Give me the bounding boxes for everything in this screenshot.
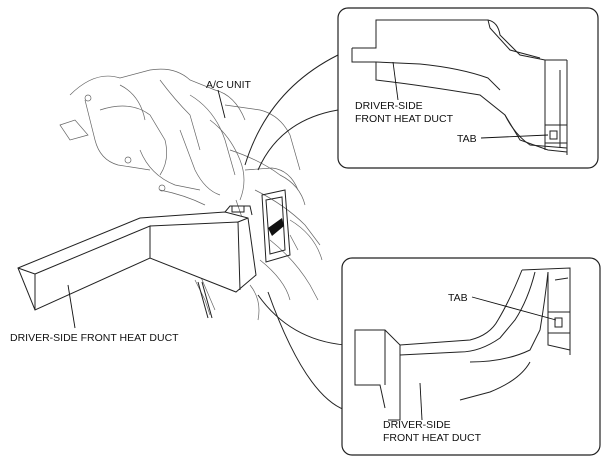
inset-top-duct-label-line2: FRONT HEAT DUCT bbox=[355, 113, 454, 125]
inset-top-frame bbox=[337, 7, 599, 169]
inset-top-tab-icon bbox=[549, 130, 558, 140]
inset-bottom-duct-label-line2: FRONT HEAT DUCT bbox=[383, 432, 482, 444]
inset-top-tab-label: TAB bbox=[457, 133, 477, 145]
main-heat-duct bbox=[17, 205, 257, 319]
main-duct-label: DRIVER-SIDE FRONT HEAT DUCT bbox=[10, 332, 179, 344]
inset-bottom-frame bbox=[341, 257, 601, 456]
inset-top-duct-label-line1: DRIVER-SIDE bbox=[355, 100, 423, 112]
inset-top: DRIVER-SIDE FRONT HEAT DUCT TAB bbox=[337, 7, 599, 169]
callout-lines bbox=[244, 54, 346, 411]
inset-bottom-duct-label-line1: DRIVER-SIDE bbox=[383, 419, 451, 431]
inset-bottom: TAB DRIVER-SIDE FRONT HEAT DUCT bbox=[341, 257, 601, 456]
inset-bottom-tab-label: TAB bbox=[448, 292, 468, 304]
main-labels: A/C UNIT DRIVER-SIDE FRONT HEAT DUCT bbox=[10, 79, 252, 344]
ac-unit-label: A/C UNIT bbox=[206, 79, 252, 91]
ac-unit-drawing bbox=[59, 68, 323, 321]
inset-bottom-tab-icon bbox=[554, 317, 563, 328]
tab-clip-icon bbox=[231, 205, 245, 213]
